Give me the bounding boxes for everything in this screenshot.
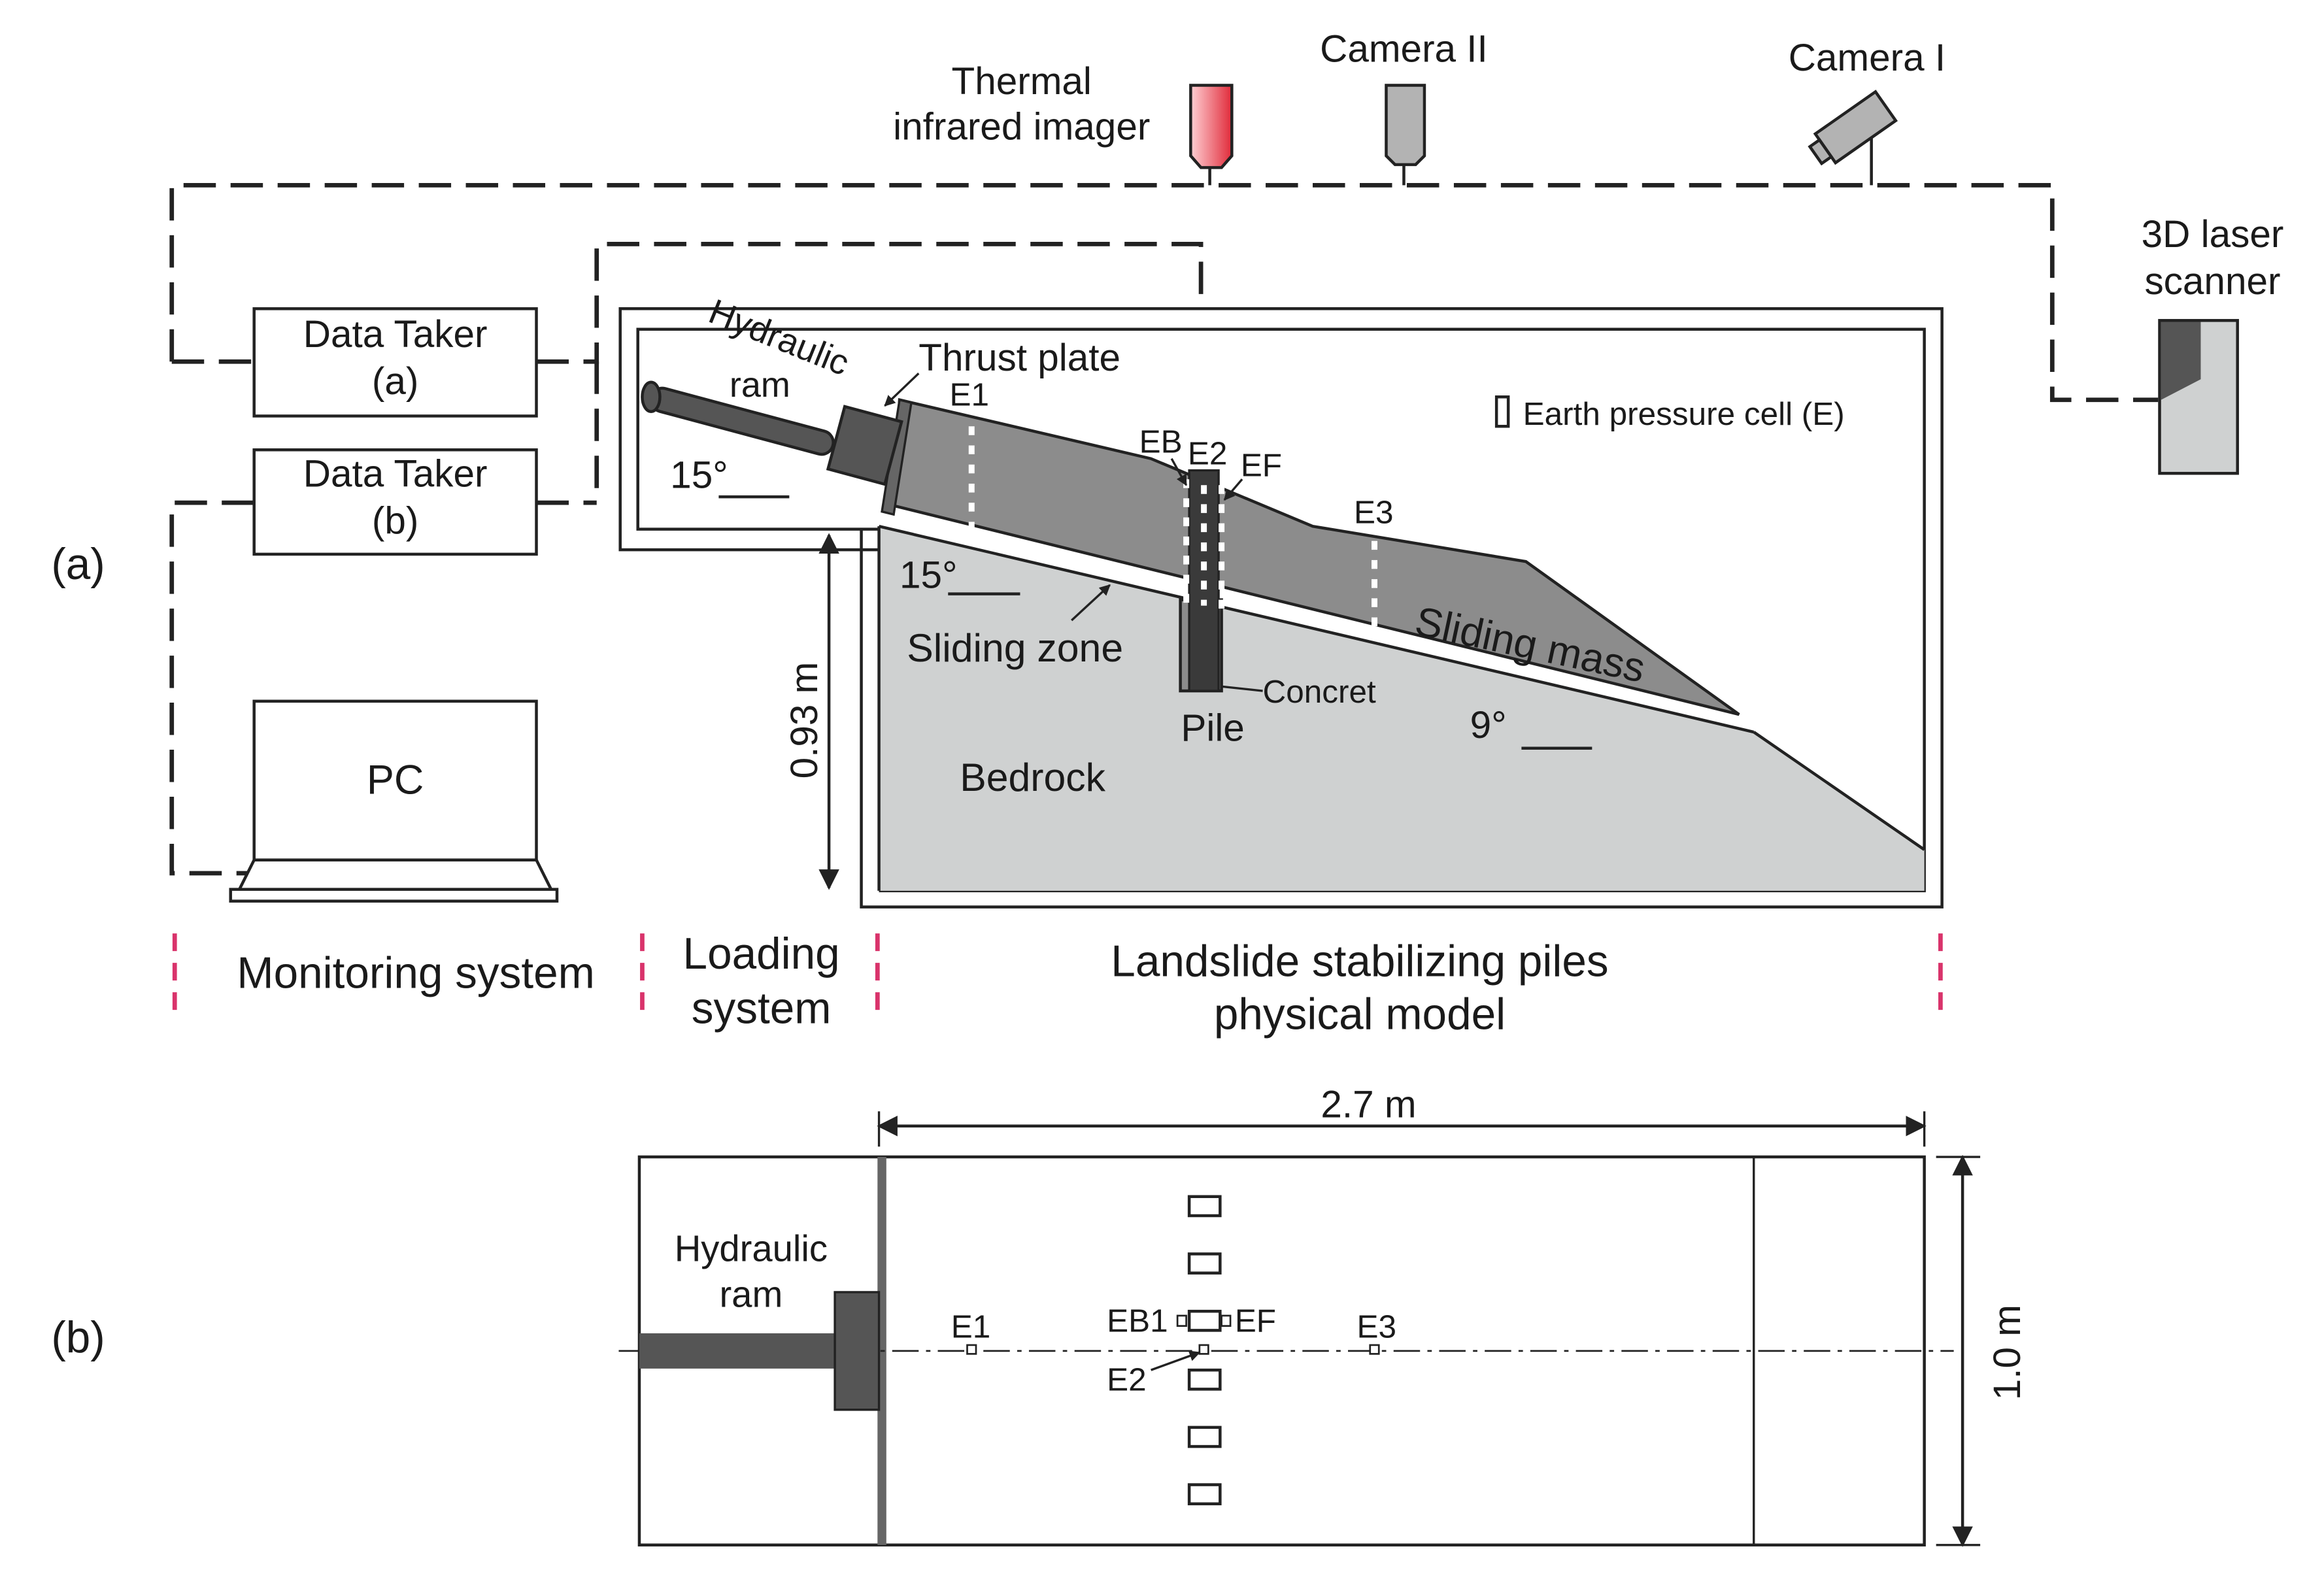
bedrock-label: Bedrock — [960, 755, 1105, 799]
thermal-imager-icon — [1189, 84, 1234, 169]
data-taker-a: Data Taker (a) — [252, 307, 538, 418]
loading-system-label-1: Loading — [683, 929, 840, 978]
model-label-2: physical model — [1214, 990, 1506, 1039]
data-taker-b-sub: (b) — [372, 499, 418, 542]
data-taker-a-sub: (a) — [372, 360, 418, 403]
thrust-plate-label: Thrust plate — [918, 337, 1120, 379]
concrete-label: Concret — [1263, 674, 1376, 710]
toe-angle-label: 9° — [1470, 704, 1507, 746]
bedrock-region — [879, 526, 1925, 891]
plan-e1-label: E1 — [951, 1309, 991, 1345]
panel-label-a: (a) — [51, 540, 105, 589]
thermal-imager: Thermal infrared imager — [893, 60, 1234, 169]
camera-1-icon — [1808, 90, 1898, 166]
thermal-label-2: infrared imager — [893, 106, 1150, 148]
camera-2-label: Camera II — [1320, 27, 1488, 70]
monitoring-system-label: Monitoring system — [237, 948, 594, 997]
sensor-e2-label: E2 — [1188, 436, 1228, 472]
plan-e2-label: E2 — [1107, 1362, 1147, 1398]
pc-computer: PC — [229, 699, 559, 903]
plan-eb1-label: EB1 — [1107, 1303, 1168, 1339]
model-section — [877, 397, 1925, 891]
scanner-label-1: 3D laser — [2142, 213, 2284, 256]
plan-ram-rod — [639, 1333, 838, 1369]
data-taker-b: Data Taker (b) — [252, 448, 538, 556]
data-taker-b-label: Data Taker — [303, 452, 488, 495]
width-dimension-label: 1.0 m — [1986, 1305, 2029, 1400]
plan-ef-label: EF — [1235, 1303, 1276, 1339]
plan-pile-5 — [1187, 1426, 1222, 1448]
scanner-label-2: scanner — [2144, 260, 2280, 303]
sensor-e1-label: E1 — [950, 377, 990, 413]
camera-2-icon — [1385, 84, 1426, 167]
slip-angle-label: 15° — [900, 554, 957, 597]
sensor-eb-label: EB — [1139, 424, 1183, 460]
sliding-zone-band — [879, 505, 1754, 733]
pc-label: PC — [367, 757, 424, 803]
loading-system-label-2: system — [692, 984, 832, 1033]
plan-pile-1 — [1187, 1195, 1222, 1218]
plan-e3-label: E3 — [1357, 1309, 1397, 1345]
height-dimension-label: 0.93 m — [783, 662, 826, 779]
pressure-cell-legend-icon — [1494, 395, 1510, 428]
plan-ram-label-2: ram — [719, 1273, 783, 1314]
plan-pile-6 — [1187, 1483, 1222, 1506]
plan-pile-2 — [1187, 1252, 1222, 1275]
panel-label-b: (b) — [51, 1313, 105, 1362]
sensor-e3-label: E3 — [1354, 495, 1394, 531]
plan-ram-head — [834, 1291, 881, 1411]
signal-wiring — [169, 183, 2159, 876]
pile-label: Pile — [1181, 707, 1245, 750]
ram-angle-label: 15° — [670, 454, 728, 497]
camera-1: Camera I — [1789, 37, 1945, 166]
plan-pile-3 — [1187, 1309, 1222, 1332]
plan-pile-4 — [1187, 1368, 1222, 1391]
thermal-label-1: Thermal — [951, 60, 1091, 103]
camera-2: Camera II — [1320, 27, 1488, 167]
model-label-1: Landslide stabilizing piles — [1111, 937, 1608, 986]
length-dimension-label: 2.7 m — [1321, 1083, 1416, 1126]
plan-ram-label-1: Hydraulic — [675, 1228, 828, 1269]
system-dividers — [172, 933, 1943, 1022]
plan-view: Hydraulic ram E1 EB1 EF E3 E2 — [618, 1155, 1954, 1547]
ram-label-2: ram — [730, 365, 790, 405]
legend-label: Earth pressure cell (E) — [1523, 396, 1845, 432]
data-taker-a-label: Data Taker — [303, 313, 488, 356]
pile-row — [1187, 1195, 1222, 1506]
pc-monitor-icon — [252, 699, 538, 861]
camera-1-label: Camera I — [1789, 37, 1945, 79]
sensor-ef-label: EF — [1241, 448, 1282, 484]
laser-scanner: 3D laser scanner — [2142, 213, 2284, 475]
sliding-zone-label: Sliding zone — [907, 626, 1123, 670]
plan-pressure-cells — [966, 1314, 1380, 1355]
